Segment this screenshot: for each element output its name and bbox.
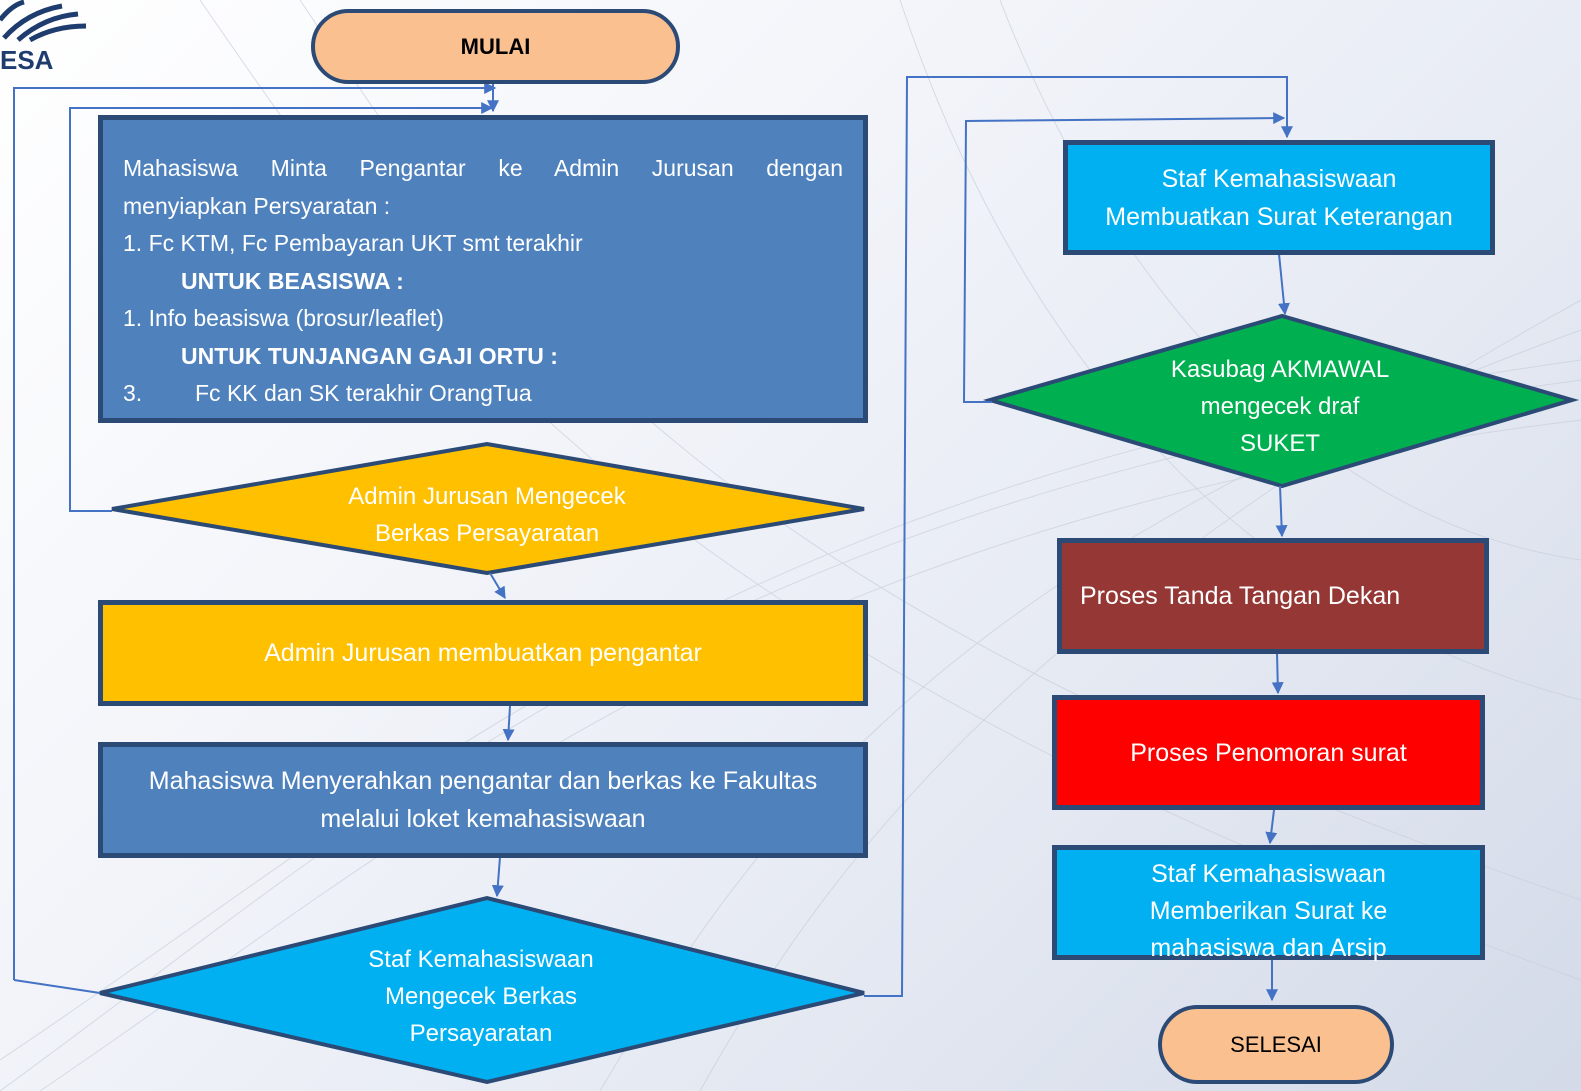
check-staff-line3: Persayaratan — [409, 1020, 553, 1047]
deliver-box: Staf Kemahasiswaan Memberikan Surat ke m… — [1052, 845, 1485, 962]
check-admin-diamond — [111, 441, 865, 576]
heading-tunjangan: UNTUK TUNJANGAN GAJI ORTU : — [181, 342, 558, 369]
requirements-item-tunjangan-number: 3. — [123, 380, 143, 406]
check-admin-line2: Berkas Persayaratan — [374, 520, 600, 547]
requirements-item-general: 1. Fc KTM, Fc Pembayaran UKT smt terakhi… — [123, 230, 583, 256]
make-suket-line2: Membuatkan Surat Keterangan — [1105, 202, 1453, 231]
deliver-line2: Memberikan Surat ke — [1149, 897, 1388, 925]
requirements-item-tunjangan: 3. Fc KK dan SK terakhir OrangTua — [123, 375, 843, 413]
check-admin-line1: Admin Jurusan Mengecek — [348, 483, 626, 510]
start-label: MULAI — [460, 33, 531, 59]
heading-beasiswa: UNTUK BEASISWA : — [181, 267, 404, 294]
requirements-intro-line1: Mahasiswa Minta Pengantar ke Admin Jurus… — [123, 155, 843, 181]
numbering-box: Proses Penomoran surat — [1052, 695, 1485, 810]
check-kasubag-line2: mengecek draf — [1200, 393, 1360, 420]
check-staff-label: Staf Kemahasiswaan Mengecek Berkas Persa… — [331, 941, 631, 1052]
submit-line1: Mahasiswa Menyerahkan pengantar dan berk… — [148, 767, 818, 795]
logo-emblem — [0, 0, 87, 43]
check-staff-line1: Staf Kemahasiswaan — [368, 946, 594, 973]
start-terminal: MULAI — [311, 9, 680, 84]
end-terminal: SELESAI — [1158, 1005, 1394, 1084]
check-kasubag-line3: SUKET — [1239, 430, 1320, 457]
connectors — [13, 76, 1293, 1002]
numbering-label: Proses Penomoran surat — [1130, 738, 1407, 767]
requirements-box: Mahasiswa Minta Pengantar ke Admin Jurus… — [98, 115, 868, 423]
make-pengantar-box: Admin Jurusan membuatkan pengantar — [98, 600, 868, 706]
make-pengantar-label: Admin Jurusan membuatkan pengantar — [264, 639, 702, 667]
end-label: SELESAI — [1230, 1031, 1322, 1057]
logo-text: ESA — [0, 45, 54, 75]
requirements-item-tunjangan-text: Fc KK dan SK terakhir OrangTua — [195, 380, 532, 406]
check-kasubag-diamond — [982, 313, 1580, 489]
submit-box: Mahasiswa Menyerahkan pengantar dan berk… — [98, 742, 868, 858]
deliver-line3: mahasiswa dan Arsip — [1150, 934, 1387, 962]
check-kasubag-line1: Kasubag AKMAWAL — [1170, 356, 1390, 383]
sign-box: Proses Tanda Tangan Dekan — [1057, 538, 1489, 654]
requirements-intro-line2: menyiapkan Persyaratan : — [123, 192, 391, 219]
deliver-line1: Staf Kemahasiswaan — [1151, 860, 1386, 888]
check-staff-line2: Mengecek Berkas — [384, 983, 578, 1010]
requirements-item-beasiswa: 1. Info beasiswa (brosur/leaflet) — [123, 305, 444, 331]
make-suket-line1: Staf Kemahasiswaan — [1161, 164, 1397, 193]
make-suket-box: Staf Kemahasiswaan Membuatkan Surat Kete… — [1063, 140, 1495, 255]
submit-line2: melalui loket kemahasiswaan — [320, 805, 646, 833]
sign-label: Proses Tanda Tangan Dekan — [1080, 582, 1401, 610]
check-kasubag-label: Kasubag AKMAWAL mengecek draf SUKET — [1130, 351, 1430, 462]
check-admin-label: Admin Jurusan Mengecek Berkas Persayarat… — [287, 478, 687, 552]
check-staff-diamond — [99, 895, 865, 1085]
